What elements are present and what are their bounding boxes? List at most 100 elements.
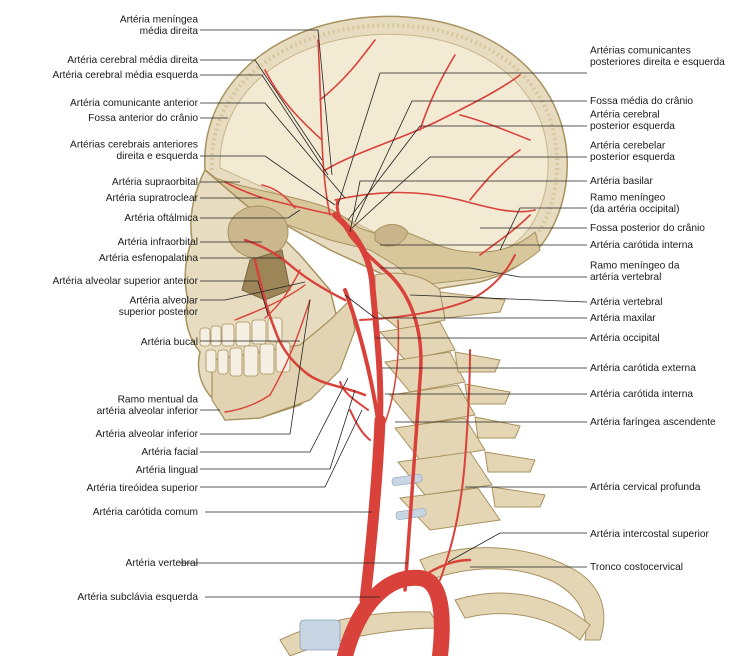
label-line: posterior esquerda: [590, 121, 675, 132]
label-line: Artéria meníngea: [120, 15, 198, 26]
basilar-artery: [335, 198, 352, 237]
petrous-ridge: [374, 224, 409, 247]
maxillary-artery: [243, 238, 347, 302]
label-line: Artéria esfenopalatina: [99, 253, 198, 264]
label-fossa-anterior-do-cranio: Fossa anterior do crânio: [88, 113, 198, 124]
label-line: Artéria cerebelar: [590, 141, 666, 152]
skeleton-artwork: [184, 15, 605, 657]
label-tronco-costocervical: Tronco costocervical: [590, 562, 683, 573]
label-arteria-cerebral-media-esquerda: Artéria cerebral média esquerda: [52, 70, 198, 81]
cranial-base: [213, 177, 541, 286]
label-arteria-esfenopalatina: Artéria esfenopalatina: [99, 253, 198, 264]
label-line: Artéria alveolar superior anterior: [52, 276, 198, 287]
costocervical-trunk: [418, 558, 472, 580]
label-line: Artéria occipital: [590, 333, 660, 344]
label-arteria-carotida-interna-inferior: Artéria carótida interna: [590, 389, 693, 400]
label-line: Artéria lingual: [136, 465, 198, 476]
label-line: Artéria cerebral: [590, 110, 660, 121]
label-arteria-alveolar-inferior: Artéria alveolar inferior: [96, 429, 199, 440]
leader-lines: [180, 29, 588, 598]
label-line: Artéria alveolar: [129, 296, 198, 307]
label-line: Fossa anterior do crânio: [88, 113, 198, 124]
label-line: Artéria facial: [141, 447, 198, 458]
label-arteria-supratroclear: Artéria supratroclear: [106, 193, 199, 204]
label-line: Ramo mentual da: [118, 395, 199, 406]
label-line: Artéria carótida interna: [590, 240, 693, 251]
label-line: Artéria vertebral: [590, 297, 662, 308]
label-line: superior posterior: [119, 307, 199, 318]
label-line: artéria alveolar inferior: [97, 406, 199, 417]
label-line: direita e esquerda: [116, 151, 198, 162]
label-arteria-subclavia-esquerda: Artéria subclávia esquerda: [77, 592, 198, 603]
arteries-artwork: [224, 39, 536, 661]
label-line: Artéria basilar: [590, 176, 653, 187]
nasal-cavity: [241, 249, 291, 301]
label-line: Artéria comunicante anterior: [70, 98, 199, 109]
label-line: Artéria alveolar inferior: [96, 429, 199, 440]
label-line: posterior esquerda: [590, 152, 675, 163]
label-line: Artéria tireóidea superior: [86, 483, 198, 494]
label-line: Artéria supraorbital: [112, 177, 198, 188]
meningeal-branches: [264, 39, 536, 256]
label-line: Artéria vertebral: [126, 558, 198, 569]
label-line: posteriores direita e esquerda: [590, 57, 725, 68]
label-arteria-tireoidea-superior: Artéria tireóidea superior: [86, 483, 198, 494]
label-line: Artérias cerebrais anteriores: [70, 140, 198, 151]
vertebral-artery: [348, 233, 423, 592]
ascending-pharyngeal-artery: [381, 319, 400, 431]
label-arteria-carotida-comum: Artéria carótida comum: [93, 507, 198, 518]
label-fossa-media-do-cranio: Fossa média do crânio: [590, 96, 693, 107]
label-arteria-comunicante-anterior: Artéria comunicante anterior: [70, 98, 199, 109]
label-line: Artérias comunicantes: [590, 46, 691, 57]
label-line: Artéria carótida comum: [93, 507, 198, 518]
orbital-branches: [224, 181, 336, 216]
label-line: Artéria bucal: [141, 337, 198, 348]
internal-carotid-artery: [332, 212, 384, 423]
label-arteria-oftalmica: Artéria oftálmica: [124, 213, 198, 224]
label-line: Artéria carótida externa: [590, 363, 696, 374]
label-line: Fossa posterior do crânio: [590, 223, 705, 234]
external-carotid-artery: [343, 288, 380, 422]
label-arteria-maxilar: Artéria maxilar: [590, 313, 656, 324]
label-ramo-meningeo-occipital: Ramo meníngeo(da artéria occipital): [590, 193, 679, 216]
orbit: [227, 205, 289, 259]
label-line: artéria vertebral: [590, 272, 661, 283]
label-line: (da artéria occipital): [590, 204, 679, 215]
second-rib: [454, 592, 591, 641]
label-arteria-carotida-externa: Artéria carótida externa: [590, 363, 696, 374]
label-line: Fossa média do crânio: [590, 96, 693, 107]
alveolar-branches: [224, 269, 311, 413]
label-arteria-facial: Artéria facial: [141, 447, 198, 458]
label-fossa-posterior-do-cranio: Fossa posterior do crânio: [590, 223, 705, 234]
superior-thyroid-artery: [349, 409, 371, 441]
label-line: Artéria subclávia esquerda: [77, 592, 198, 603]
label-arteria-infraorbital: Artéria infraorbital: [118, 237, 198, 248]
label-line: Artéria supratroclear: [106, 193, 199, 204]
label-arteria-vertebral-direita-lado: Artéria vertebral: [590, 297, 662, 308]
label-line: Artéria cervical profunda: [590, 482, 701, 493]
label-line: Ramo meníngeo: [590, 193, 666, 204]
label-line: Artéria cerebral média direita: [67, 55, 198, 66]
common-carotid-artery: [359, 414, 386, 606]
label-arteria-supraorbital: Artéria supraorbital: [112, 177, 198, 188]
label-arteria-carotida-interna-superior: Artéria carótida interna: [590, 240, 693, 251]
label-line: Tronco costocervical: [590, 562, 683, 573]
label-arteria-intercostal-superior: Artéria intercostal superior: [590, 529, 710, 540]
label-arteria-bucal: Artéria bucal: [141, 337, 198, 348]
label-line: Artéria intercostal superior: [590, 529, 710, 540]
label-line: Artéria oftálmica: [124, 213, 198, 224]
cervical-vertebrae: [374, 272, 546, 531]
first-rib: [419, 547, 605, 641]
label-line: Ramo meníngeo da: [590, 261, 680, 272]
label-line: Artéria infraorbital: [118, 237, 198, 248]
